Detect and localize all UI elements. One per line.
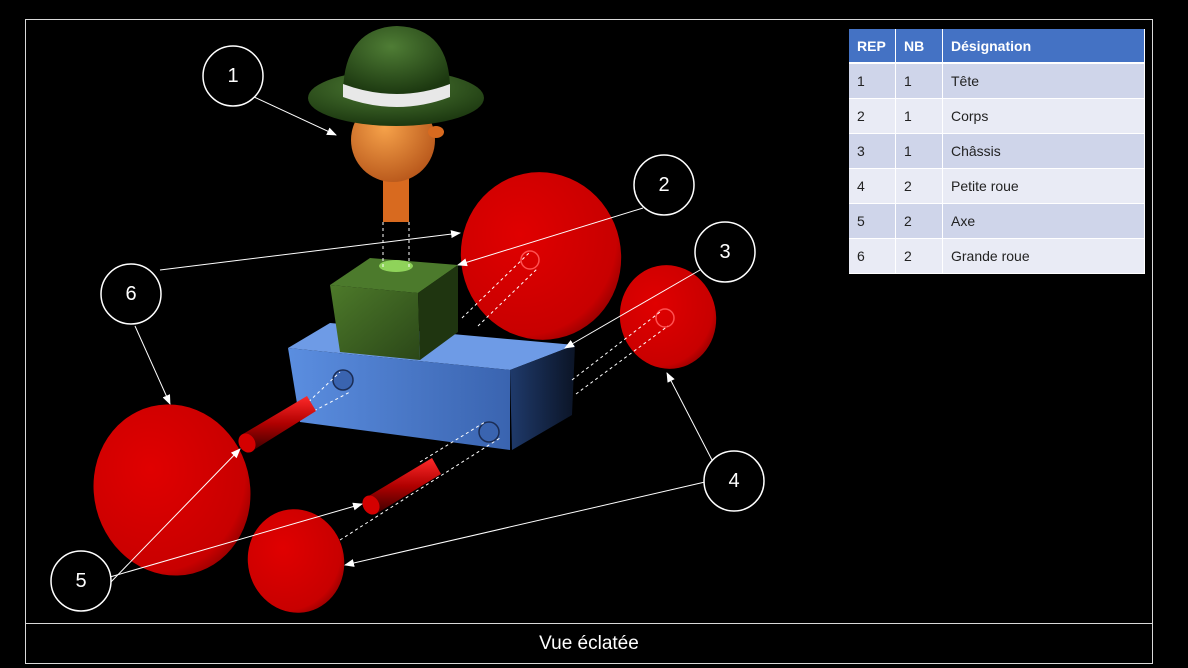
diagram-frame [25,19,1153,664]
cell-designation: Tête [942,63,1145,99]
cell-rep: 3 [849,133,896,169]
callout-1-label: 1 [227,65,238,87]
table-row: 2 1 Corps [849,98,1145,134]
callout-4-label: 4 [728,470,739,492]
callout-2-label: 2 [658,174,669,196]
axle-front-left [238,396,316,453]
cell-rep: 1 [849,63,896,99]
small-wheel-back [619,265,717,369]
cell-nb: 2 [895,203,943,239]
cell-rep: 6 [849,238,896,274]
callout-6-label: 6 [125,283,136,305]
parts-list-table: REP NB Désignation 1 1 Tête 2 1 Corps 3 … [849,29,1145,274]
body-block [330,258,458,360]
small-wheel-front [247,509,345,613]
cell-designation: Corps [942,98,1145,134]
table-row: 6 2 Grande roue [849,238,1145,274]
callout-3-label: 3 [719,241,730,263]
table-row: 1 1 Tête [849,63,1145,99]
cell-designation: Axe [942,203,1145,239]
cell-rep: 4 [849,168,896,204]
callout-6 [100,263,162,325]
header-rep: REP [849,29,896,64]
table-row: 3 1 Châssis [849,133,1145,169]
callout-5-label: 5 [75,570,86,592]
callout-4 [703,450,765,512]
callout-3 [694,221,756,283]
cell-designation: Petite roue [942,168,1145,204]
callout-2 [633,154,695,216]
large-wheel-front [93,404,251,576]
axle-front-right [362,458,441,515]
large-wheel-back [460,172,622,340]
cell-nb: 1 [895,63,943,99]
cell-nb: 2 [895,168,943,204]
table-header-row: REP NB Désignation [849,29,1145,64]
cell-nb: 1 [895,133,943,169]
table-row: 5 2 Axe [849,203,1145,239]
caption-bar: Vue éclatée [25,623,1153,664]
cell-nb: 1 [895,98,943,134]
cell-rep: 5 [849,203,896,239]
header-designation: Désignation [942,29,1145,64]
table-row: 4 2 Petite roue [849,168,1145,204]
hat [308,26,484,126]
cell-designation: Châssis [942,133,1145,169]
cell-rep: 2 [849,98,896,134]
header-nb: NB [895,29,943,64]
cell-designation: Grande roue [942,238,1145,274]
cell-nb: 2 [895,238,943,274]
caption-text: Vue éclatée [539,633,639,654]
callout-1 [202,45,264,107]
callout-5 [50,550,112,612]
